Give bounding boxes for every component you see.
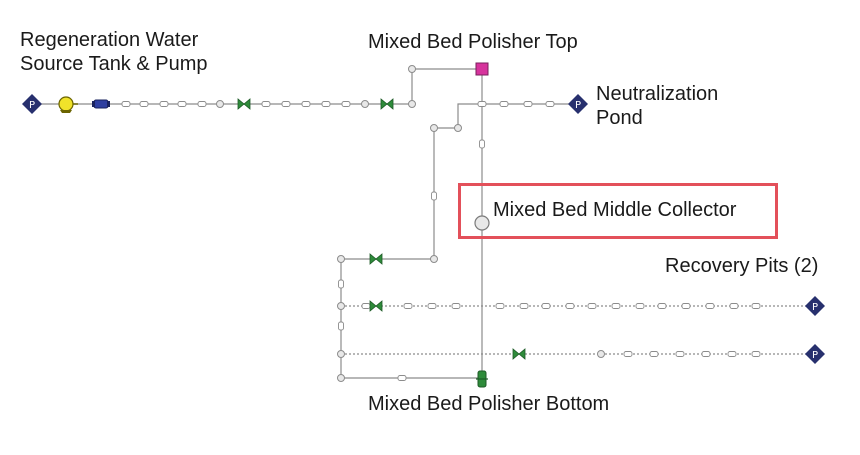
- fittings-recovery-line-1: [361, 303, 761, 309]
- pressure-node-recovery-1[interactable]: P: [805, 296, 825, 316]
- polisher-bottom-label: Mixed Bed Polisher Bottom: [368, 393, 610, 415]
- junction-recovery-2: [597, 350, 605, 358]
- source-label-line1: Regeneration Water: [20, 29, 199, 51]
- junction-top-left: [408, 65, 416, 73]
- junction-source-2: [361, 100, 369, 108]
- pump-icon[interactable]: [58, 96, 78, 113]
- fittings-neutralization-line: [477, 101, 555, 107]
- fittings: [121, 101, 761, 381]
- valve-icon[interactable]: [369, 253, 383, 265]
- fittings-recovery-line-2: [623, 351, 761, 357]
- pressure-node-label: P: [812, 302, 818, 313]
- valve-icon[interactable]: [380, 98, 394, 110]
- pressure-node-label: P: [812, 350, 818, 361]
- junction-manifold-2: [337, 350, 345, 358]
- pipe-neutralization: [457, 103, 578, 128]
- middle-collector-node[interactable]: [474, 215, 490, 231]
- pressure-node-source[interactable]: P: [22, 94, 42, 114]
- junction-manifold-1: [337, 302, 345, 310]
- neutralization-label-line1: Neutralization: [596, 83, 719, 105]
- valve-icon[interactable]: [237, 98, 251, 110]
- source-label-line2: Source Tank & Pump: [20, 53, 208, 75]
- fittings-column: [338, 139, 485, 381]
- polisher-top-label: Mixed Bed Polisher Top: [368, 31, 578, 53]
- polisher-bottom-node[interactable]: [476, 370, 488, 388]
- junction-manifold-right: [430, 255, 438, 263]
- fittings-source-line: [121, 101, 351, 107]
- pipe-riser-top: [411, 68, 482, 104]
- check-valve-icon[interactable]: [92, 99, 110, 109]
- valve-icon[interactable]: [512, 348, 526, 360]
- polisher-top-node[interactable]: [475, 62, 489, 76]
- junctions: [216, 65, 605, 382]
- junction-manifold-top: [337, 255, 345, 263]
- middle-collector-highlight: [458, 183, 778, 239]
- neutralization-label-line2: Pond: [596, 107, 643, 129]
- junction-riser: [408, 100, 416, 108]
- pressure-node-neutralization[interactable]: P: [568, 94, 588, 114]
- valve-icon[interactable]: [369, 300, 383, 312]
- pressure-node-label: P: [575, 100, 581, 111]
- pressure-node-recovery-2[interactable]: P: [805, 344, 825, 364]
- pressure-node-label: P: [29, 100, 35, 111]
- pipe-junction-header: [433, 127, 458, 259]
- junction-header: [430, 124, 438, 132]
- junction-source-1: [216, 100, 224, 108]
- valves: [237, 98, 526, 360]
- junction-neutralization: [454, 124, 462, 132]
- junction-manifold-bottom: [337, 374, 345, 382]
- middle-collector-label: Mixed Bed Middle Collector: [493, 199, 737, 221]
- recovery-pits-label: Recovery Pits (2): [665, 255, 819, 277]
